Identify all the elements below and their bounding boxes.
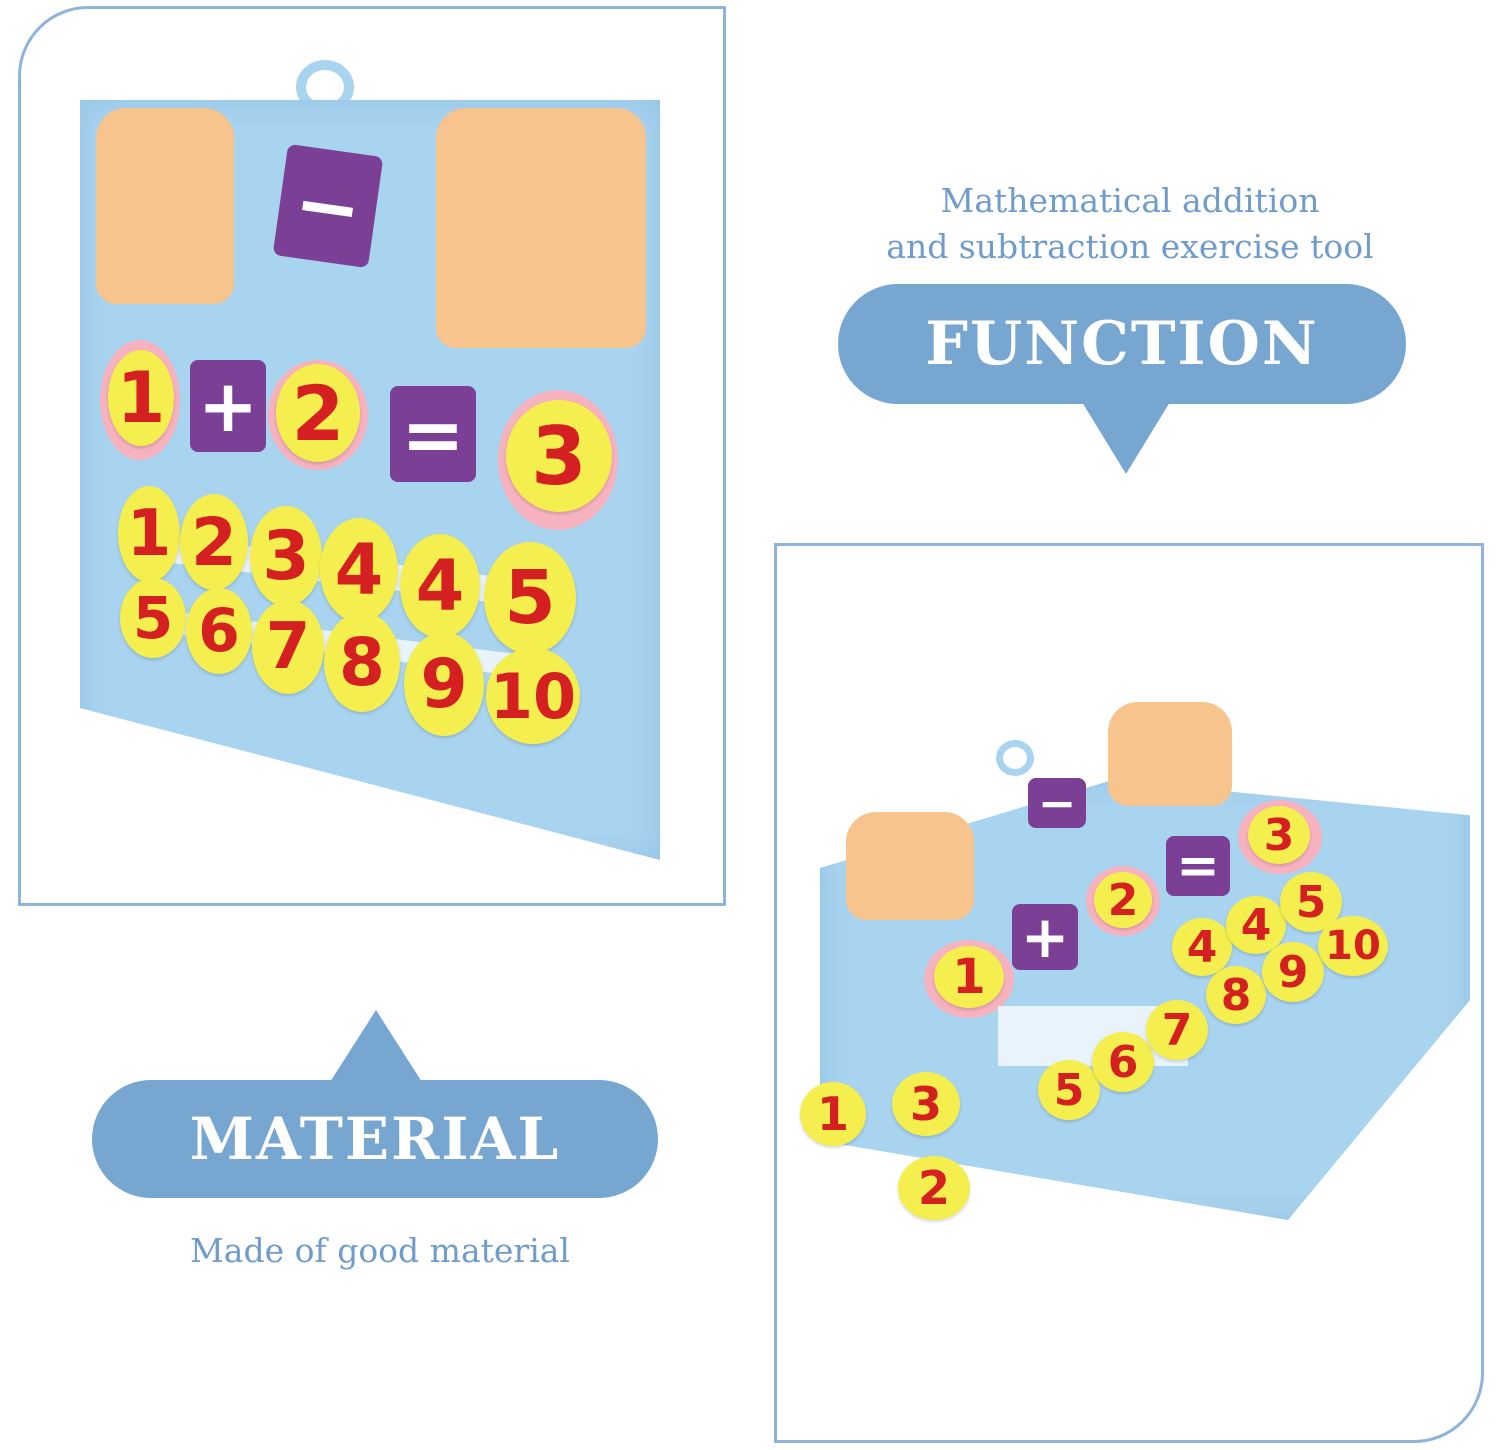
material-label: MATERIAL xyxy=(92,1080,658,1198)
hanger-loop xyxy=(996,740,1034,776)
number-disc: 4 xyxy=(400,534,480,638)
function-pointer xyxy=(1082,402,1170,474)
number-disc: 10 xyxy=(1318,916,1388,976)
loose-number-disc: 1 xyxy=(800,1082,866,1146)
photo-frame-right xyxy=(774,543,1484,1443)
number-disc: 9 xyxy=(404,632,484,736)
number-disc: 5 xyxy=(1038,1060,1100,1120)
equation-digit: 1 xyxy=(108,350,174,446)
number-disc: 7 xyxy=(252,600,324,694)
equals-tile: = xyxy=(390,386,476,482)
equation-digit: 1 xyxy=(934,946,1004,1008)
number-disc: 4 xyxy=(1172,918,1232,976)
equation-digit: 2 xyxy=(276,364,360,462)
number-disc: 3 xyxy=(250,506,322,606)
function-label: FUNCTION xyxy=(838,284,1406,404)
felt-hand-left xyxy=(96,108,234,304)
material-caption: Made of good material xyxy=(190,1231,570,1270)
photo-frame-left xyxy=(18,6,726,906)
equals-tile: = xyxy=(1166,836,1230,896)
number-disc: 4 xyxy=(1226,896,1286,954)
number-disc: 7 xyxy=(1146,1000,1208,1060)
felt-hand-left xyxy=(846,812,974,920)
number-disc: 6 xyxy=(186,588,252,674)
number-disc: 5 xyxy=(1280,872,1342,932)
plus-tile: + xyxy=(1012,903,1078,971)
number-disc: 5 xyxy=(484,542,576,654)
number-disc: 1 xyxy=(118,486,180,582)
minus-tile: − xyxy=(1028,776,1086,830)
number-disc: 8 xyxy=(324,612,400,712)
material-pointer xyxy=(330,1010,422,1082)
equation-digit: 3 xyxy=(506,400,612,512)
function-caption: Mathematical addition and subtraction ex… xyxy=(870,178,1390,270)
felt-hand-right xyxy=(436,108,646,348)
number-disc: 5 xyxy=(120,578,186,658)
number-disc: 8 xyxy=(1206,966,1266,1024)
number-disc: 4 xyxy=(320,518,398,622)
number-disc: 6 xyxy=(1092,1032,1154,1092)
equation-digit: 2 xyxy=(1094,872,1152,928)
number-disc: 10 xyxy=(486,648,580,744)
function-caption-line1: Mathematical addition xyxy=(940,181,1320,220)
number-disc: 2 xyxy=(180,494,248,590)
number-disc: 9 xyxy=(1262,942,1324,1002)
plus-tile: + xyxy=(190,360,266,452)
felt-hand-right xyxy=(1108,702,1232,806)
loose-number-disc: 3 xyxy=(892,1072,960,1136)
equation-digit: 3 xyxy=(1248,806,1310,864)
function-caption-line2: and subtraction exercise tool xyxy=(886,227,1374,266)
loose-number-disc: 2 xyxy=(898,1156,970,1220)
minus-tile: − xyxy=(272,143,384,269)
